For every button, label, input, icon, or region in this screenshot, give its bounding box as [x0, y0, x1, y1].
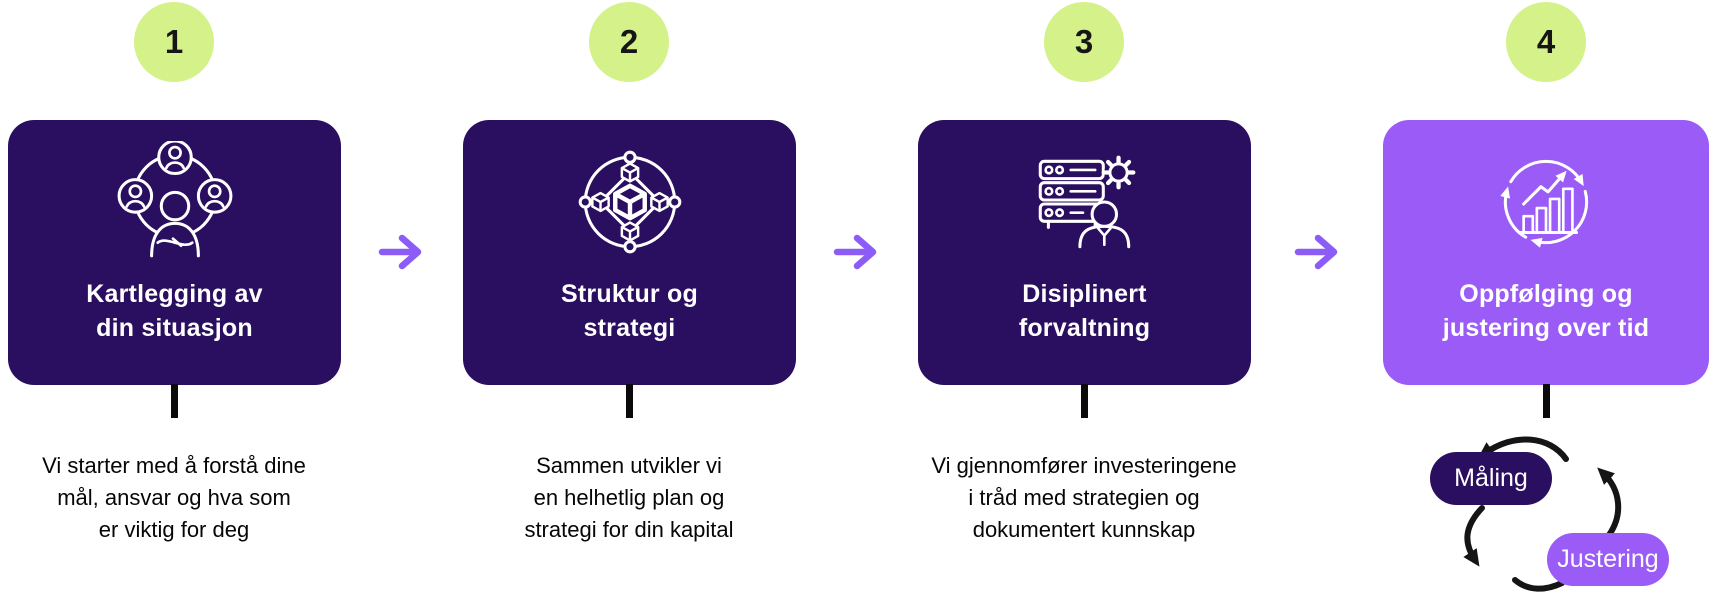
step-2-card: Struktur og strategi: [463, 120, 796, 385]
connector-stem: [626, 384, 633, 418]
step-1-card: Kartlegging av din situasjon: [8, 120, 341, 385]
cycle-arrows-icon: [1463, 436, 1622, 592]
step-2-description: Sammen utvikler vi en helhetlig plan og …: [524, 453, 734, 542]
step-4-card: Oppfølging og justering over tid: [1383, 120, 1709, 385]
connector-stem: [171, 384, 178, 418]
step-1-description: Vi starter med å forstå dine mål, ansvar…: [42, 453, 306, 542]
step-1-title: Kartlegging av din situasjon: [86, 280, 263, 342]
step-3-title: Disiplinert forvaltning: [1018, 280, 1151, 342]
step-3-number-badge: 3: [1044, 2, 1124, 82]
connector-stem: [1081, 384, 1088, 418]
flow-arrow-icon: [1294, 234, 1338, 270]
step-4-number-badge: 4: [1506, 2, 1586, 82]
step-3-description: Vi gjennomfører investeringene i tråd me…: [931, 453, 1237, 542]
step-3-card: Disiplinert forvaltning: [918, 120, 1251, 385]
step-4-title: Oppfølging og justering over tid: [1442, 280, 1650, 342]
step-2-number-badge: 2: [589, 2, 669, 82]
connector-stem: [1543, 384, 1550, 418]
cubes-structure-icon: [578, 150, 681, 254]
step-1-number-badge: 1: [134, 2, 214, 82]
people-network-icon: [117, 141, 232, 258]
step-2-title: Struktur og strategi: [561, 280, 698, 342]
flow-arrow-icon: [378, 234, 422, 270]
maling-pill: Måling: [1430, 452, 1552, 505]
server-gear-person-icon: [1038, 155, 1135, 249]
growth-cycle-icon: [1500, 159, 1589, 248]
justering-pill: Justering: [1547, 533, 1669, 586]
flow-arrow-icon: [833, 234, 877, 270]
